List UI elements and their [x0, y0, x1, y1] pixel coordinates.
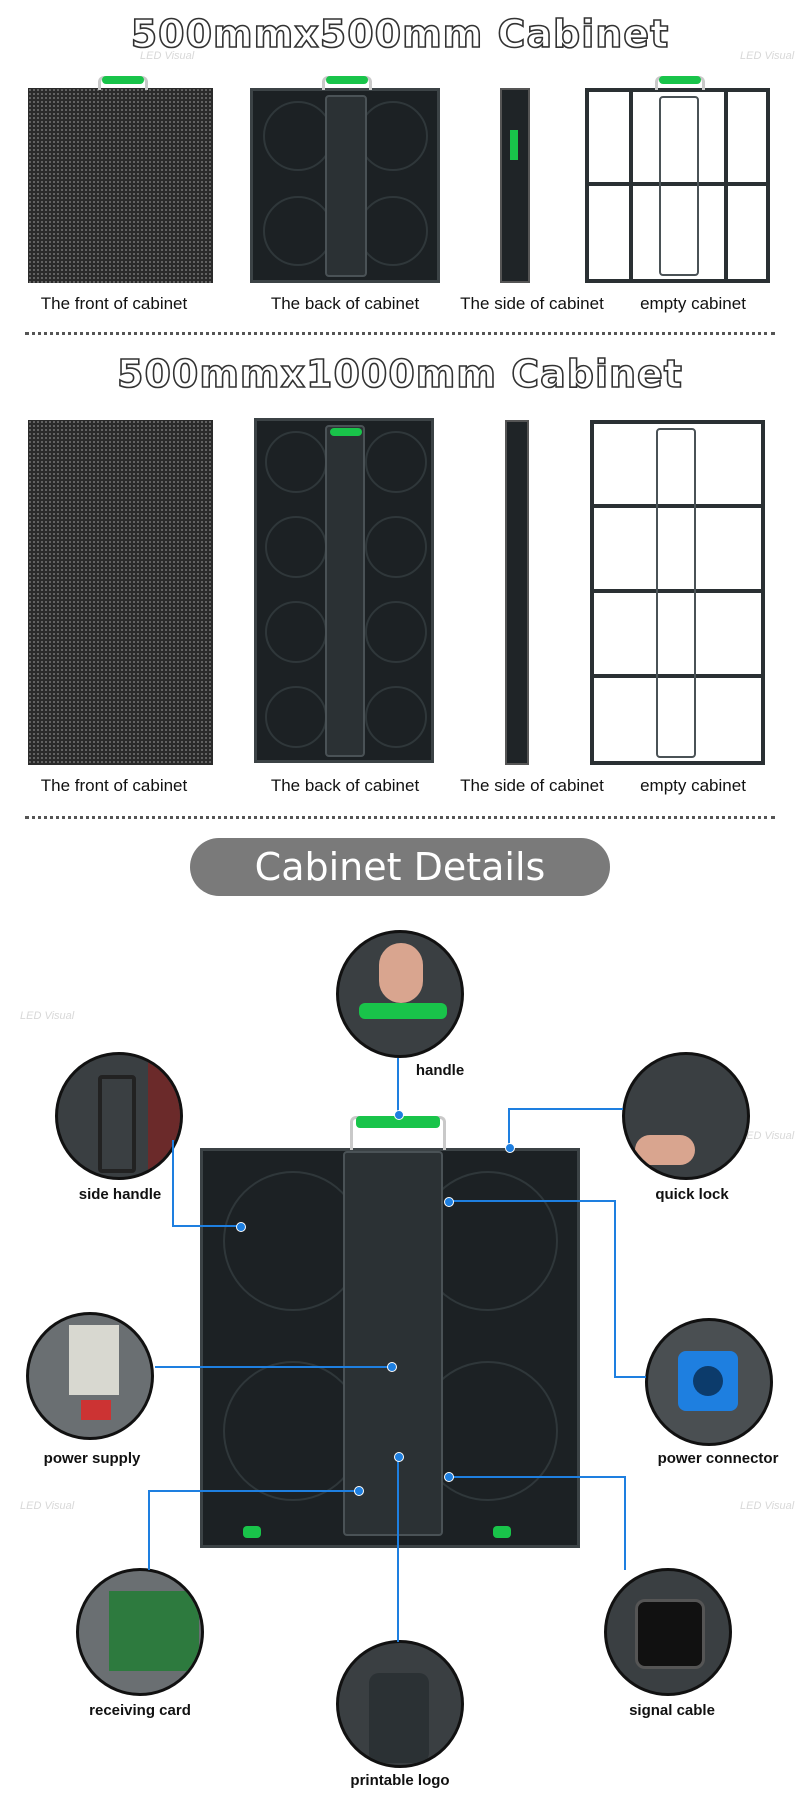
- caption-empty: empty cabinet: [640, 294, 746, 313]
- watermark: LED Visual: [20, 1010, 75, 1022]
- label-printable-logo: printable logo: [350, 1772, 450, 1789]
- caption-front: The front of cabinet: [40, 776, 188, 795]
- watermark: LED Visual: [140, 50, 195, 62]
- handle-grip-icon: [326, 76, 368, 84]
- empty-cabinet-image: [585, 88, 770, 283]
- watermark: LED Visual: [740, 50, 795, 62]
- handle-closeup-image: [336, 930, 464, 1058]
- divider: [25, 332, 775, 335]
- handle-grip-icon: [356, 1116, 440, 1128]
- caption-side: The side of cabinet: [460, 776, 604, 795]
- receiving-card-closeup-image: [76, 1568, 204, 1696]
- label-quick-lock: quick lock: [655, 1186, 729, 1203]
- cabinet-front-image: [28, 420, 213, 765]
- printable-logo-closeup-image: [336, 1640, 464, 1768]
- cabinet-side-image: [500, 88, 530, 283]
- caption-back: The back of cabinet: [270, 776, 420, 795]
- section2-title: 500mmx1000mm Cabinet: [116, 351, 683, 397]
- label-power-supply: power supply: [43, 1450, 141, 1467]
- caption-empty: empty cabinet: [640, 776, 746, 795]
- empty-cabinet-image: [590, 420, 765, 765]
- section1-title: 500mmx500mm Cabinet: [130, 11, 670, 57]
- quick-lock-closeup-image: [622, 1052, 750, 1180]
- cabinet-detail-image: [200, 1148, 580, 1548]
- divider: [25, 816, 775, 819]
- power-supply-closeup-image: [26, 1312, 154, 1440]
- handle-grip-icon: [102, 76, 144, 84]
- caption-side: The side of cabinet: [460, 294, 604, 313]
- label-signal-cable: signal cable: [629, 1702, 715, 1719]
- cabinet-back-image: [254, 418, 434, 763]
- cabinet-back-image: [250, 88, 440, 283]
- watermark: LED Visual: [20, 1500, 75, 1512]
- power-connector-closeup-image: [645, 1318, 773, 1446]
- handle-grip-icon: [330, 428, 362, 436]
- watermark: LED Visual: [740, 1130, 795, 1142]
- label-receiving-card: receiving card: [89, 1702, 191, 1719]
- handle-grip-icon: [659, 76, 701, 84]
- watermark: LED Visual: [740, 1500, 795, 1512]
- cabinet-side-image: [505, 420, 529, 765]
- cabinet-details-title: Cabinet Details: [190, 838, 610, 896]
- caption-back: The back of cabinet: [270, 294, 420, 313]
- cabinet-front-image: [28, 88, 213, 283]
- signal-cable-closeup-image: [604, 1568, 732, 1696]
- label-power-connector: power connector: [657, 1450, 779, 1467]
- caption-front: The front of cabinet: [40, 294, 188, 313]
- label-side-handle: side handle: [78, 1186, 162, 1203]
- side-handle-closeup-image: [55, 1052, 183, 1180]
- label-handle: handle: [415, 1062, 465, 1079]
